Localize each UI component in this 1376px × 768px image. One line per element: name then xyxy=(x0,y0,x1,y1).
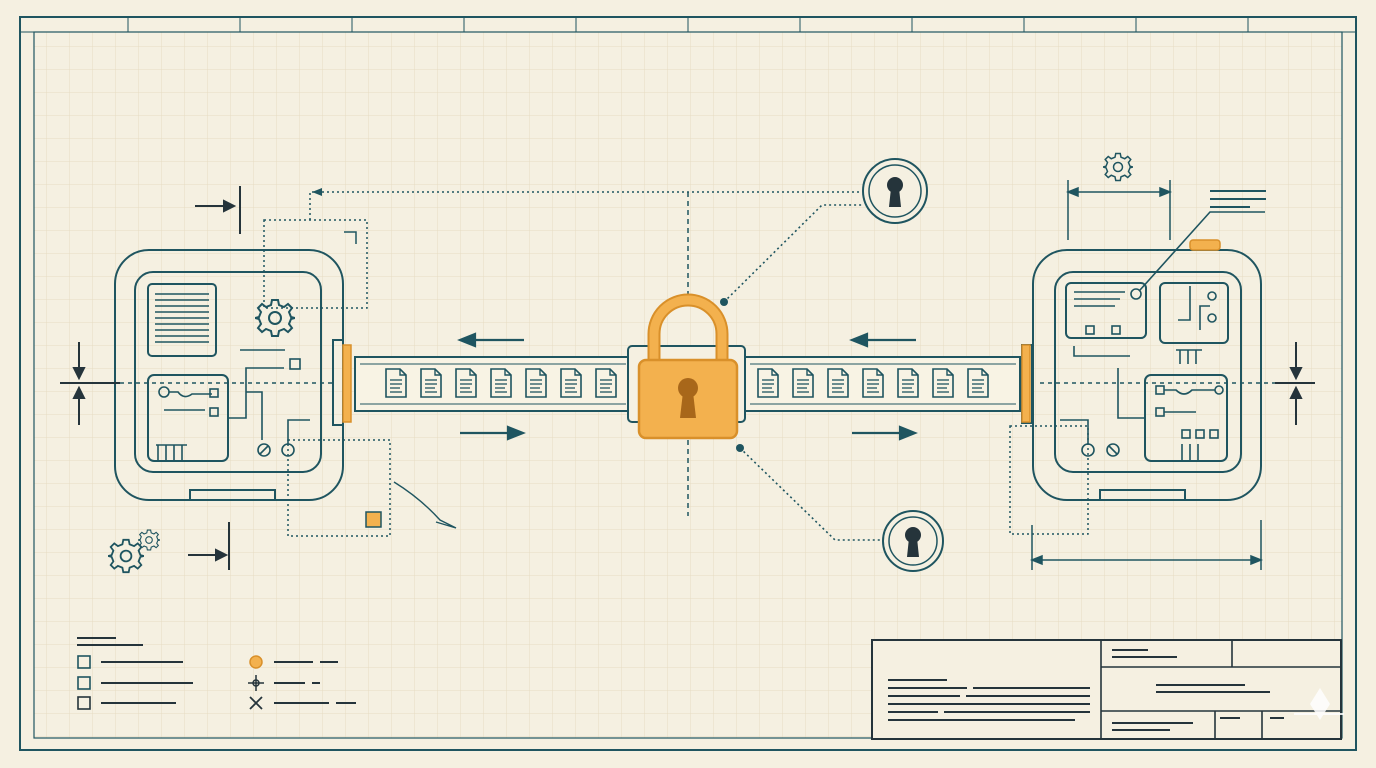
legend-symbol-cross-dot xyxy=(248,675,264,691)
keyhole-icon xyxy=(882,510,944,572)
sketch-stroke xyxy=(393,481,457,529)
document-icon xyxy=(385,368,407,398)
document-icon xyxy=(595,368,617,398)
right-device xyxy=(1021,239,1262,501)
document-icon xyxy=(932,368,954,398)
document-icon xyxy=(862,368,884,398)
document-icon xyxy=(525,368,547,398)
left-dimension-marks xyxy=(60,186,241,570)
document-icon xyxy=(420,368,442,398)
document-icon xyxy=(897,368,919,398)
document-icon xyxy=(560,368,582,398)
right-leader-line xyxy=(1139,211,1265,291)
right-note-lines xyxy=(1210,190,1266,208)
document-icon xyxy=(490,368,512,398)
document-icon xyxy=(792,368,814,398)
legend-symbol-square xyxy=(77,676,91,690)
document-icon xyxy=(827,368,849,398)
legend-symbol-square xyxy=(77,655,91,669)
accent-square xyxy=(365,511,382,528)
document-icon xyxy=(455,368,477,398)
right-callout-lines xyxy=(1009,425,1089,535)
right-vertical-marks xyxy=(1275,342,1315,425)
title-block xyxy=(871,639,1342,740)
legend-symbol-circle xyxy=(249,655,263,669)
callout-arrowhead xyxy=(312,188,322,196)
padlock-icon xyxy=(637,293,739,440)
connector-dot xyxy=(720,298,728,306)
flow-arrows xyxy=(457,332,918,441)
document-icon xyxy=(967,368,989,398)
left-callout-lines xyxy=(263,191,860,537)
connector-dot xyxy=(736,444,744,452)
legend-symbol-square xyxy=(77,696,91,710)
legend-symbol-x-mark xyxy=(249,696,263,710)
corner-watermark xyxy=(1294,688,1344,720)
legend xyxy=(77,637,356,710)
keyhole-connectors xyxy=(723,204,884,541)
right-dimension-marks xyxy=(1029,180,1264,570)
drawing-frame xyxy=(19,16,1357,751)
corner-mark xyxy=(344,231,357,244)
document-icon xyxy=(757,368,779,398)
keyhole-icon xyxy=(862,158,928,224)
